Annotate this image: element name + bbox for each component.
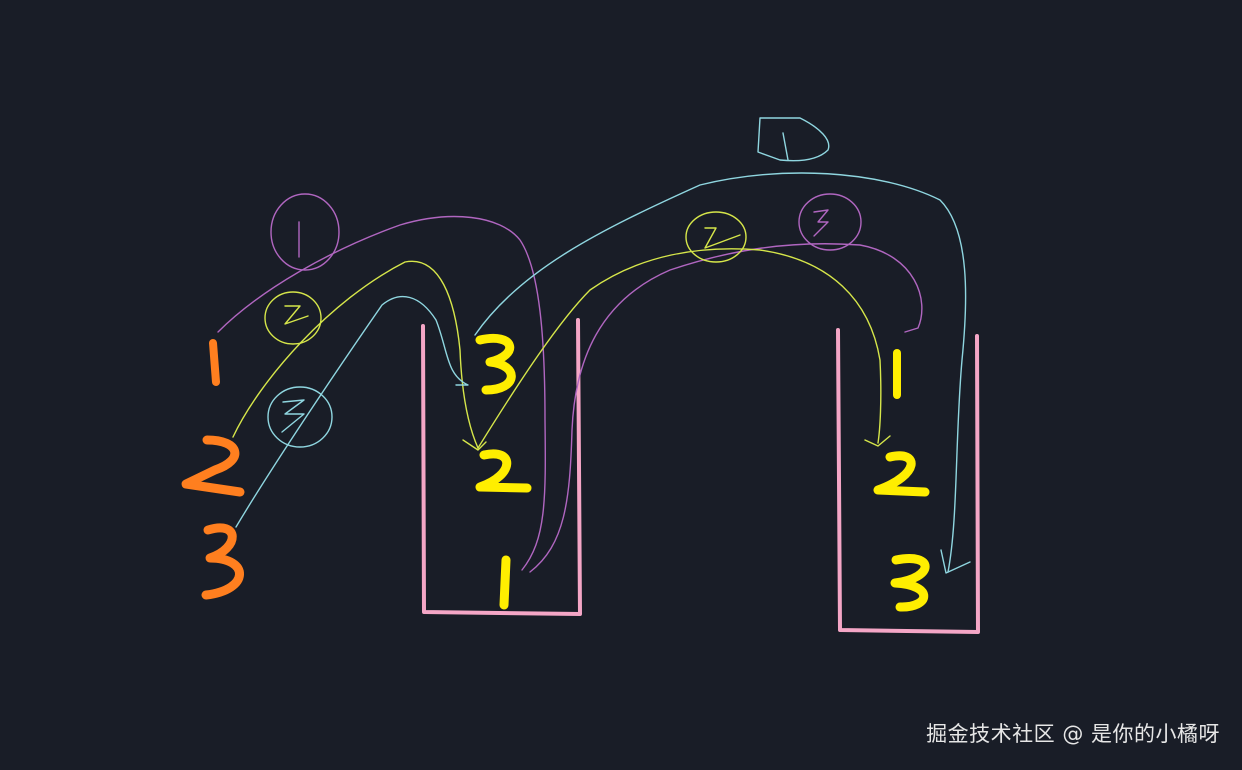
step-circle-3-first-digit xyxy=(281,399,305,433)
step-circle-3-first xyxy=(267,386,333,448)
arrow-head-2b xyxy=(864,435,891,447)
step-circle-2-second-digit xyxy=(704,227,741,249)
source-number-2 xyxy=(181,435,245,497)
source-number-3 xyxy=(201,523,244,600)
step-circle-2-second xyxy=(685,211,747,263)
watermark: 掘金技术社区 @ 是你的小橘呀 xyxy=(926,722,1220,746)
step-circle-1-second xyxy=(757,117,830,162)
source-number-1 xyxy=(209,339,220,386)
path-1-second-move xyxy=(529,243,923,573)
path-2-second-move xyxy=(477,248,882,449)
path-3-first-move xyxy=(235,295,469,528)
right-number-3 xyxy=(890,554,930,612)
step-circle-1-second-digit xyxy=(782,132,789,161)
arrow-head-2 xyxy=(462,439,487,451)
right-number-2 xyxy=(873,451,930,497)
right-container xyxy=(836,328,980,634)
path-2-first-move xyxy=(232,260,479,449)
step-circle-2-first xyxy=(264,291,322,345)
step-circle-3-second xyxy=(798,193,862,251)
arrow-head-3 xyxy=(940,549,971,574)
step-circle-1-first xyxy=(270,193,340,271)
step-circle-3-second-digit xyxy=(813,209,829,237)
middle-number-3 xyxy=(475,333,516,395)
middle-number-2 xyxy=(475,449,532,493)
middle-number-1 xyxy=(499,555,511,610)
path-3-second-move xyxy=(474,172,967,573)
step-circle-2-first-digit xyxy=(284,305,309,325)
path-1-first-move xyxy=(217,215,547,571)
middle-container xyxy=(421,318,582,616)
